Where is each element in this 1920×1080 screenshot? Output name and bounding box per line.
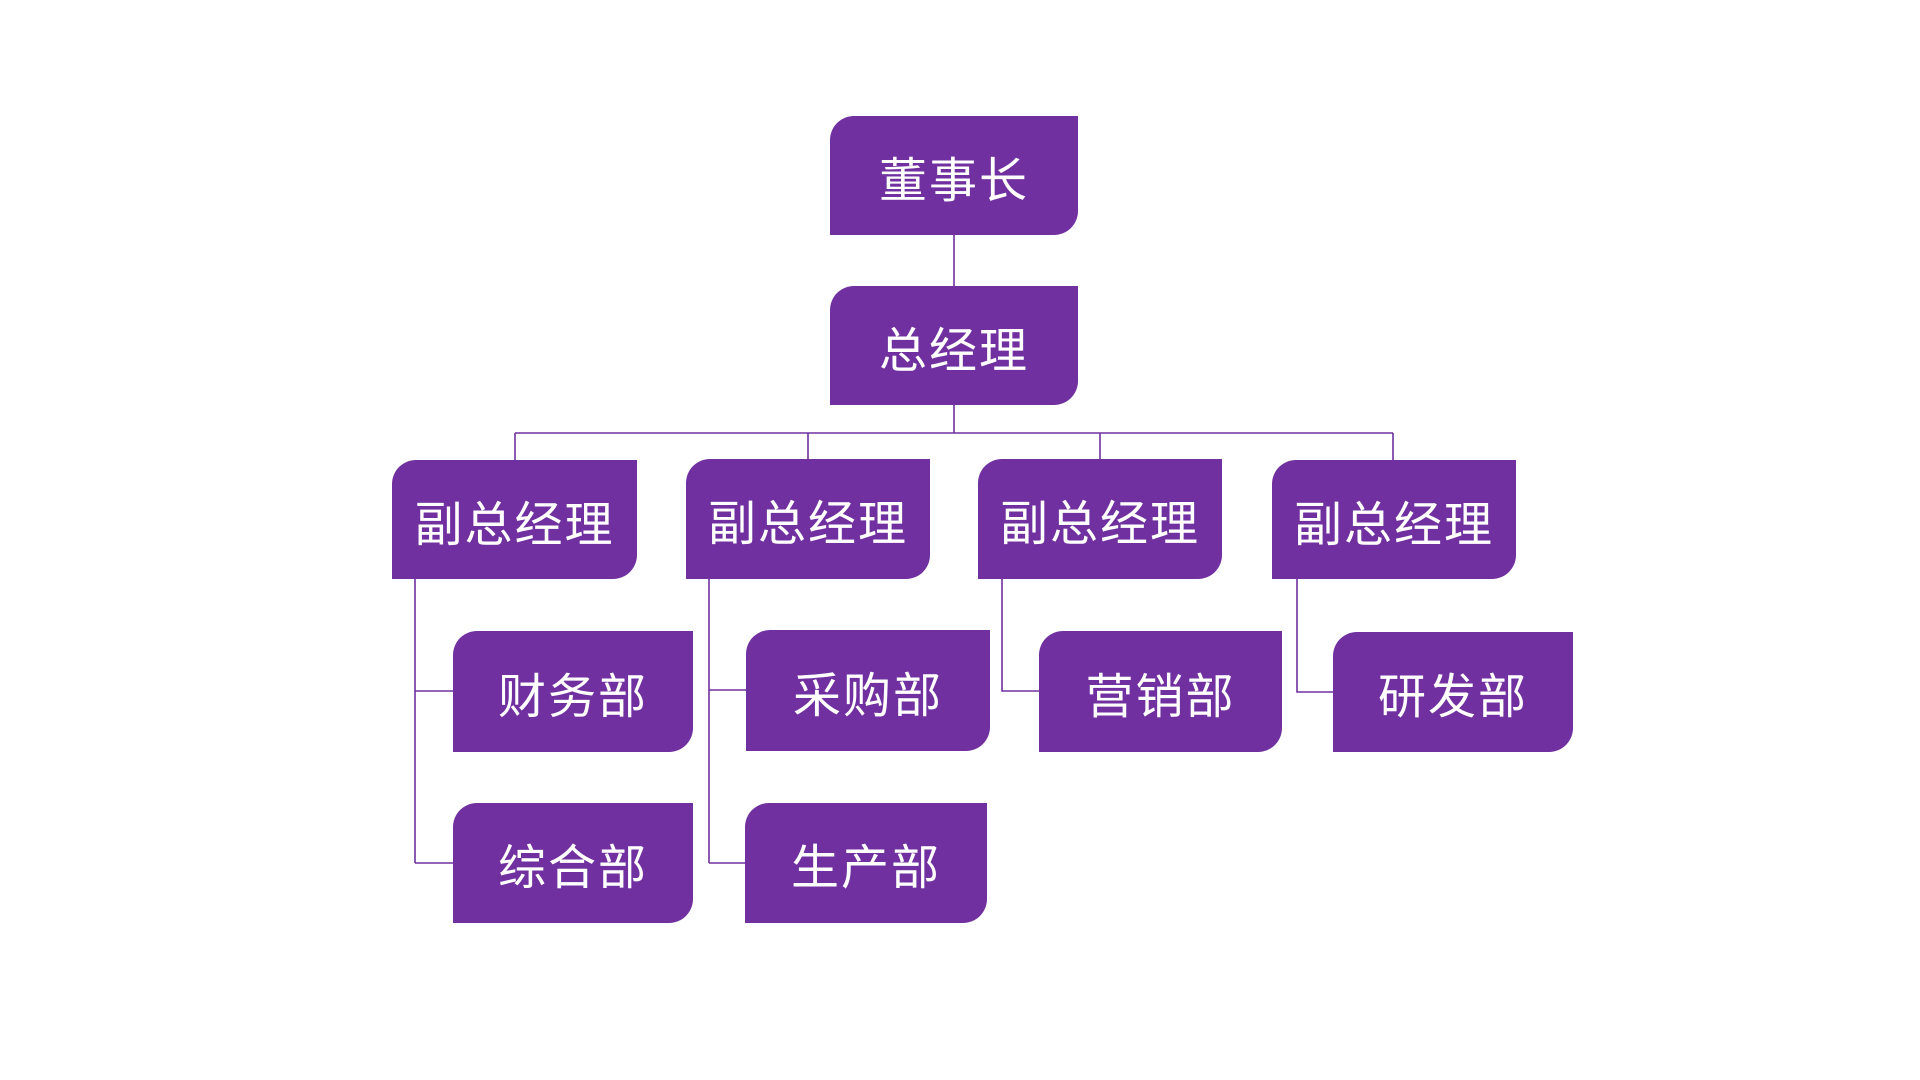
org-node-vgm1: 副总经理 [392, 460, 637, 579]
org-node-finance: 财务部 [453, 631, 693, 752]
org-node-general: 综合部 [453, 803, 693, 923]
org-node-rd: 研发部 [1333, 632, 1573, 752]
org-node-vgm3: 副总经理 [978, 459, 1222, 579]
org-node-gm: 总经理 [830, 286, 1078, 405]
org-node-marketing: 营销部 [1039, 631, 1282, 752]
org-node-production: 生产部 [745, 803, 987, 923]
connector-branch-vgm2 [708, 578, 746, 864]
org-node-vgm4: 副总经理 [1272, 460, 1516, 579]
connector-branch-vgm3 [1001, 578, 1039, 692]
org-node-chairman: 董事长 [830, 116, 1078, 235]
org-node-vgm2: 副总经理 [686, 459, 930, 579]
org-node-procurement: 采购部 [746, 630, 990, 751]
connector-branch-vgm1 [414, 579, 453, 864]
connector-branch-vgm4 [1296, 579, 1333, 693]
